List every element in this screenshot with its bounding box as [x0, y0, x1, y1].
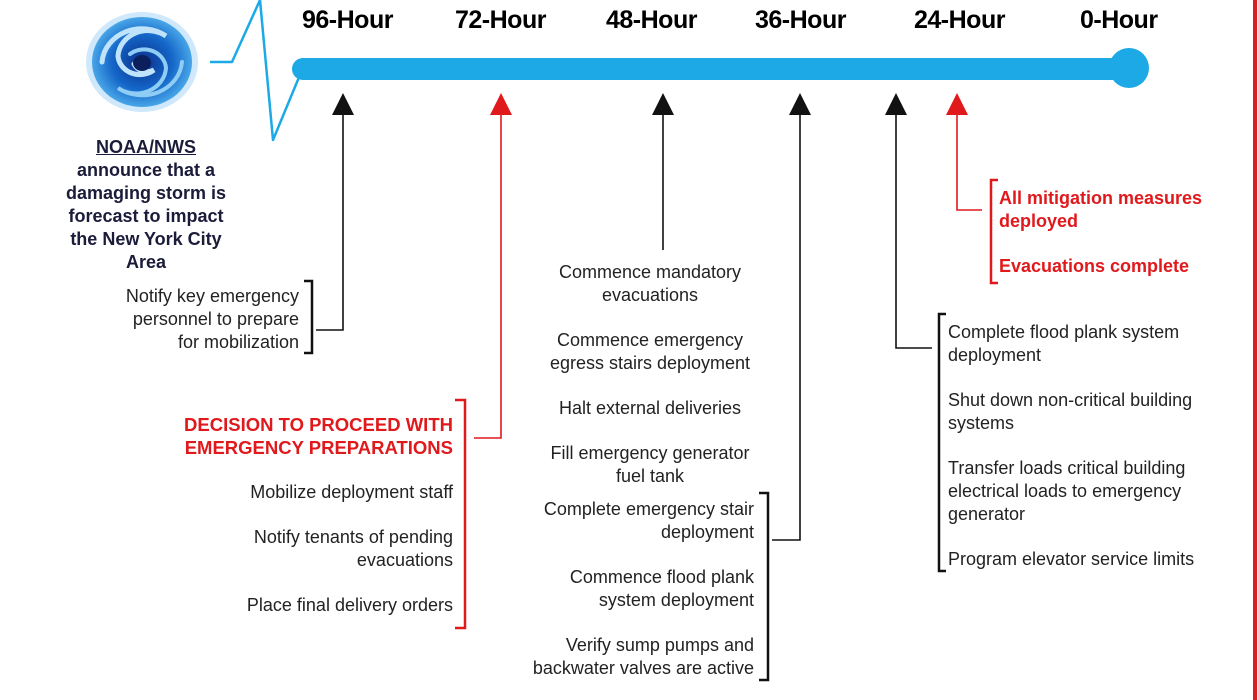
text-line: Mobilize deployment staff [250, 482, 453, 502]
text-line: deployed [999, 211, 1079, 231]
hour-label-24: 24-Hour [914, 6, 1005, 34]
text-line: Verify sump pumps and [565, 635, 754, 655]
arrow-72 [474, 93, 512, 439]
text-line: Evacuations complete [999, 256, 1190, 276]
noaa-heading: NOAA/NWS [96, 137, 196, 157]
noaa-announcement: NOAA/NWS announce that a damaging storm … [46, 136, 246, 274]
h24-item-transfer-loads: Transfer loads critical building electri… [948, 457, 1185, 526]
hour-label-36: 36-Hour [755, 6, 846, 34]
h72-item-mobilize: Mobilize deployment staff [250, 481, 453, 504]
arrow-24 [885, 93, 932, 349]
h72-item-notify-tenants: Notify tenants of pending evacuations [254, 526, 453, 572]
hour-label-48: 48-Hour [606, 6, 697, 34]
text-line: personnel to prepare [132, 309, 299, 329]
arrow-36 [772, 93, 811, 541]
noaa-line: damaging storm is [65, 183, 227, 203]
text-line: evacuations [601, 285, 699, 305]
text-line: DECISION TO PROCEED WITH [184, 414, 453, 435]
arrow-48 [652, 93, 674, 250]
text-line: backwater valves are active [532, 658, 754, 678]
h0-item-mitigation-deployed: All mitigation measures deployed [999, 187, 1202, 233]
text-line: Complete emergency stair [543, 499, 754, 519]
noaa-line: announce that a [76, 160, 215, 180]
text-line: deployment [948, 345, 1042, 365]
text-line: Place final delivery orders [246, 595, 453, 615]
text-line: Notify tenants of pending [253, 527, 453, 547]
arrow-0 [946, 93, 982, 211]
text-line: All mitigation measures [999, 188, 1203, 208]
text-line: system deployment [598, 590, 754, 610]
h36-item-sump-pumps: Verify sump pumps and backwater valves a… [533, 634, 754, 680]
h36-item-flood-plank: Commence flood plank system deployment [570, 566, 754, 612]
text-line: Commence flood plank [569, 567, 754, 587]
h24-item-shut-down: Shut down non-critical building systems [948, 389, 1192, 435]
hour-label-72: 72-Hour [455, 6, 546, 34]
h24-item-elevator-limits: Program elevator service limits [948, 548, 1194, 571]
page-frame-edge [1253, 0, 1257, 700]
h72-item-delivery-orders: Place final delivery orders [247, 594, 453, 617]
text-line: Shut down non-critical building [948, 390, 1193, 410]
text-line: egress stairs deployment [549, 353, 751, 373]
text-line: Notify key emergency [125, 286, 299, 306]
arrow-96 [316, 93, 354, 331]
text-line: deployment [660, 522, 754, 542]
text-line: systems [948, 413, 1015, 433]
noaa-line: the New York City [70, 229, 222, 249]
text-line: evacuations [356, 550, 453, 570]
text-line: Commence emergency [556, 330, 744, 350]
h24-item-flood-plank-complete: Complete flood plank system deployment [948, 321, 1179, 367]
storm-swirl-icon [86, 12, 198, 112]
text-line: Complete flood plank system [948, 322, 1180, 342]
text-line: generator [948, 504, 1026, 524]
h48-item-halt-deliveries: Halt external deliveries [505, 397, 795, 420]
noaa-line: Area [125, 252, 167, 272]
text-line: for mobilization [177, 332, 299, 352]
hour-label-0: 0-Hour [1080, 6, 1158, 34]
timeline-end-dot [1109, 48, 1149, 88]
text-line: Halt external deliveries [558, 398, 742, 418]
text-line: fuel tank [615, 466, 685, 486]
h48-item-fuel-tank: Fill emergency generator fuel tank [505, 442, 795, 488]
text-line: Fill emergency generator [550, 443, 750, 463]
h48-item-egress-stairs: Commence emergency egress stairs deploym… [505, 329, 795, 375]
text-line: Program elevator service limits [948, 549, 1195, 569]
hour-label-96: 96-Hour [302, 6, 393, 34]
h72-decision: DECISION TO PROCEED WITH EMERGENCY PREPA… [184, 413, 453, 459]
h96-notify-personnel: Notify key emergency personnel to prepar… [126, 285, 299, 354]
text-line: Commence mandatory [558, 262, 742, 282]
h36-item-stair-deployment: Complete emergency stair deployment [544, 498, 754, 544]
h0-item-evacuations-complete: Evacuations complete [999, 255, 1189, 278]
h48-item-mandatory-evac: Commence mandatory evacuations [505, 261, 795, 307]
text-line: electrical loads to emergency [948, 481, 1182, 501]
text-line: EMERGENCY PREPARATIONS [184, 437, 453, 458]
text-line: Transfer loads critical building [948, 458, 1186, 478]
noaa-line: forecast to impact [68, 206, 224, 226]
